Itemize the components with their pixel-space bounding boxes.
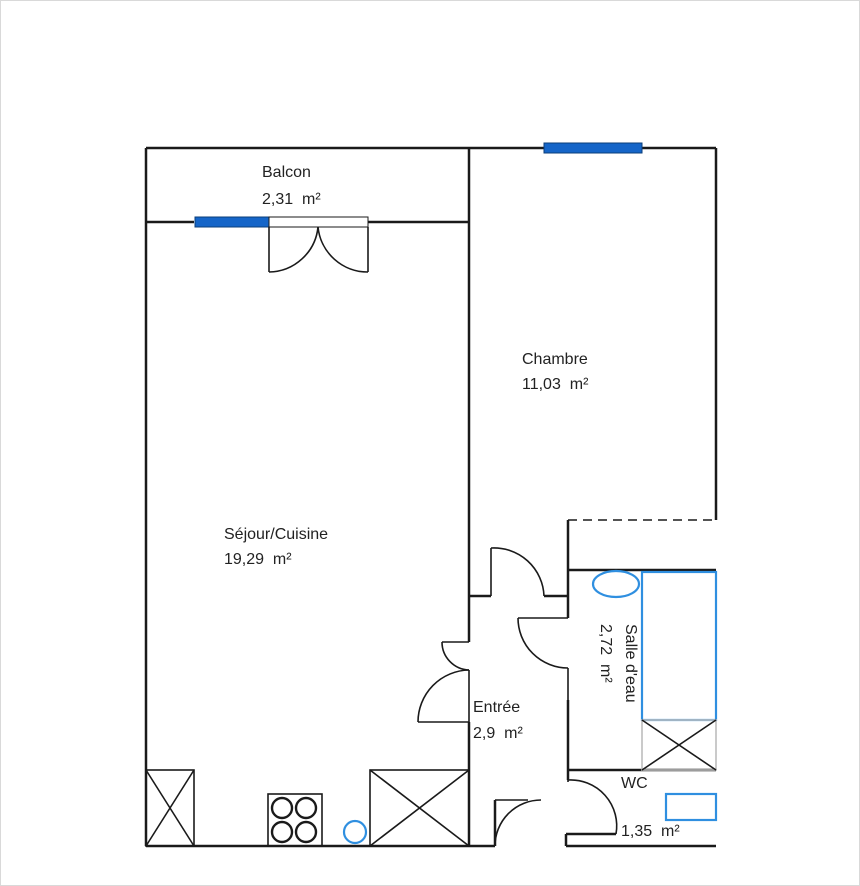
door-icon	[268, 226, 369, 273]
shower-tray-icon	[641, 719, 717, 771]
room-area: 1,35 m²	[621, 823, 680, 840]
room-name: Entrée	[473, 699, 520, 716]
room-name: Salle d'eau	[622, 624, 639, 703]
sink-icon	[591, 569, 641, 599]
door-icon	[517, 617, 569, 700]
window-icon	[194, 142, 643, 228]
room-label-salle-eau: Salle d'eau 2,72 m²	[597, 624, 639, 703]
room-label-sejour: Séjour/Cuisine 19,29 m²	[224, 526, 328, 568]
room-area: 2,72 m²	[597, 624, 614, 683]
interior-walls	[146, 148, 716, 846]
sink-icon	[342, 819, 368, 845]
washbasin-icon	[664, 792, 718, 822]
room-label-wc: WC 1,35 m²	[621, 775, 680, 840]
room-area: 11,03 m²	[522, 376, 589, 393]
room-name: Séjour/Cuisine	[224, 526, 328, 543]
door-icon	[490, 547, 545, 597]
room-label-entree: Entrée 2,9 m²	[473, 699, 523, 742]
room-name: Chambre	[522, 351, 588, 368]
shower-icon	[640, 570, 718, 722]
door-icon	[567, 779, 618, 835]
cooktop-icon	[267, 793, 323, 847]
room-area: 2,9 m²	[473, 725, 523, 742]
room-name: Balcon	[262, 164, 311, 181]
cupboard-icon	[369, 769, 470, 847]
room-label-chambre: Chambre 11,03 m²	[522, 351, 589, 393]
room-area: 2,31 m²	[262, 191, 321, 208]
room-area: 19,29 m²	[224, 551, 292, 568]
outer-walls	[144, 146, 718, 848]
cupboard-icon	[145, 769, 195, 847]
door-icon	[417, 641, 470, 723]
room-label-balcon: Balcon 2,31 m²	[262, 164, 321, 208]
room-name: WC	[621, 775, 648, 792]
door-icon	[494, 799, 542, 847]
